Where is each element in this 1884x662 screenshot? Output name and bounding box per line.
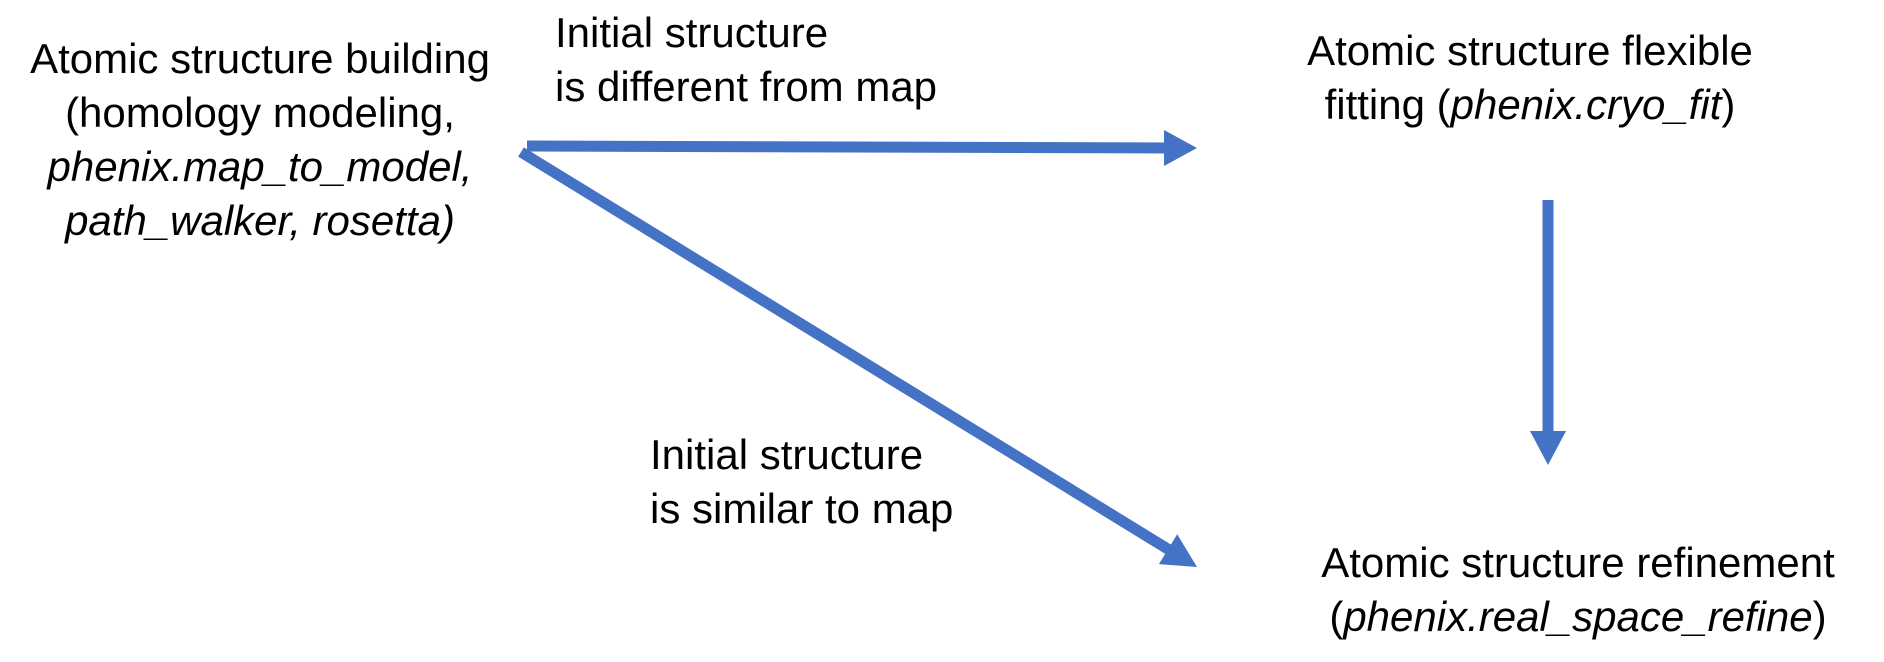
node-fitting-program-name: phenix.cryo_fit — [1450, 81, 1722, 128]
node-refinement-line-2-suffix: ) — [1812, 593, 1827, 640]
node-refinement-program-name: phenix.real_space_refine — [1343, 593, 1813, 640]
node-building-line-4: path_walker, rosetta) — [65, 197, 455, 244]
node-fitting-line-2-prefix: fitting ( — [1324, 81, 1451, 128]
edge-label-similar-line-1: Initial structure — [650, 431, 924, 478]
arrow-fitting-to-refinement — [1530, 200, 1566, 465]
edge-label-similar-to-map: Initial structure is similar to map — [650, 428, 953, 536]
node-refinement-line-2-prefix: ( — [1329, 593, 1344, 640]
node-fitting-line-2: fitting (phenix.cryo_fit) — [1270, 78, 1790, 132]
edge-label-different-from-map: Initial structure is different from map — [555, 6, 937, 114]
node-refinement-line-1: Atomic structure refinement — [1321, 539, 1835, 586]
node-building-line-2: (homology modeling, — [65, 89, 455, 136]
node-fitting-line-2-suffix: ) — [1721, 81, 1736, 128]
arrow-building-to-refinement — [518, 147, 1197, 567]
node-flexible-fitting: Atomic structure flexible fitting (pheni… — [1270, 24, 1790, 132]
node-structure-refinement: Atomic structure refinement (phenix.real… — [1318, 536, 1838, 644]
node-building-line-3: phenix.map_to_model, — [47, 143, 473, 190]
edge-label-different-line-1: Initial structure — [555, 9, 829, 56]
node-building-line-1: Atomic structure building — [30, 35, 490, 82]
edge-label-similar-line-2: is similar to map — [650, 485, 954, 532]
node-fitting-line-1: Atomic structure flexible — [1307, 27, 1753, 74]
node-structure-building: Atomic structure building (homology mode… — [0, 32, 520, 248]
arrow-building-to-fitting — [526, 130, 1197, 166]
node-refinement-line-2: (phenix.real_space_refine) — [1318, 590, 1838, 644]
edge-label-different-line-2: is different from map — [555, 63, 938, 110]
